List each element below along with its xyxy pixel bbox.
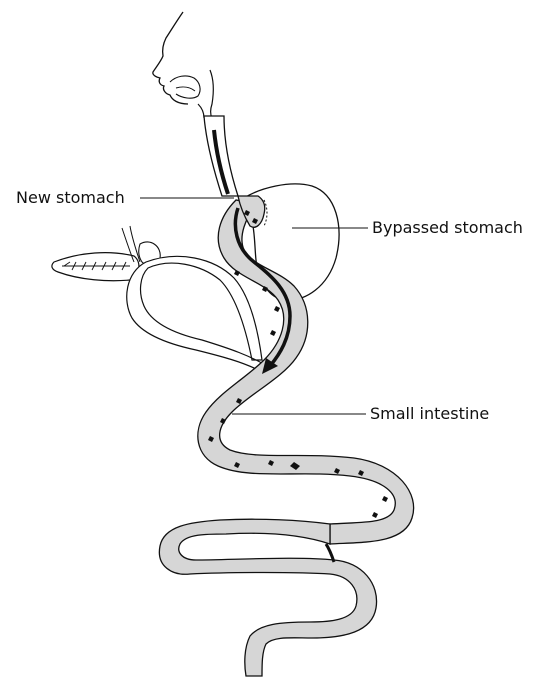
label-bypassed-stomach: Bypassed stomach xyxy=(372,218,523,237)
food-particle xyxy=(270,330,276,336)
pancreas xyxy=(52,253,139,281)
food-particle xyxy=(372,512,378,518)
label-new-stomach: New stomach xyxy=(16,188,125,207)
pharynx-front xyxy=(198,104,204,118)
food-particle xyxy=(274,306,280,312)
label-small-intestine: Small intestine xyxy=(370,404,489,423)
face-profile xyxy=(153,12,188,104)
tongue xyxy=(176,87,195,91)
food-particle xyxy=(382,496,388,502)
pharynx-back xyxy=(210,70,213,118)
esophagus xyxy=(204,116,238,196)
